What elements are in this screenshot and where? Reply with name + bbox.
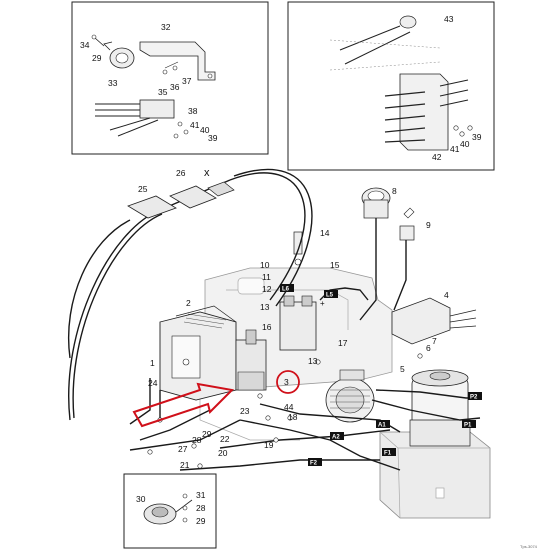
callout-6: 6 — [426, 343, 431, 353]
callout-25: 25 — [138, 184, 148, 194]
tag-l5: L5 — [326, 293, 334, 299]
callout-31: 31 — [196, 490, 206, 500]
callout-33: 33 — [108, 78, 118, 88]
callout-15: 15 — [330, 260, 340, 270]
callouts: 32 30 34 29 33 35 36 37 38 41 40 39 43 4… — [80, 14, 482, 526]
highlight-arrow — [132, 382, 235, 428]
drawing-number: Tps-3074 — [520, 544, 538, 549]
tag-a1: A1 — [378, 423, 386, 429]
callout-34: 34 — [80, 40, 90, 50]
charger-module — [391, 297, 477, 345]
callout-17: 17 — [338, 338, 348, 348]
callout-41-left: 41 — [190, 120, 200, 130]
callout-21: 21 — [180, 460, 190, 470]
callout-24: 24 — [148, 378, 158, 388]
callout-44: 44 — [284, 402, 294, 412]
pump-motor — [409, 369, 471, 447]
tag-a2: A2 — [332, 435, 340, 441]
callout-28: 28 — [192, 435, 202, 445]
tag-p1: P1 — [464, 423, 472, 429]
plus-mark: + — [320, 299, 325, 308]
callout-12: 12 — [262, 284, 272, 294]
callout-14: 14 — [320, 228, 330, 238]
tag-l6: L6 — [282, 287, 290, 293]
callout-29-main: 29 — [202, 429, 212, 439]
callout-22: 22 — [220, 434, 230, 444]
inset-bottom — [123, 473, 217, 549]
callout-26: 26 — [176, 168, 186, 178]
callout-9: 9 — [426, 220, 431, 230]
harness-connectors — [127, 181, 235, 219]
callout-16: 16 — [262, 322, 272, 332]
callout-37: 37 — [182, 76, 192, 86]
callout-13-b: 13 — [308, 356, 318, 366]
callout-32: 32 — [161, 22, 171, 32]
callout-35: 35 — [158, 87, 168, 97]
callout-8: 8 — [392, 186, 397, 196]
callout-23: 23 — [240, 406, 250, 416]
battery-gauge — [361, 187, 391, 219]
tag-p2: P2 — [470, 395, 478, 401]
small-terminals — [147, 353, 423, 469]
tag-f2: F2 — [310, 461, 318, 467]
cables — [68, 168, 481, 471]
main-contactor — [279, 295, 317, 351]
callout-39-left: 39 — [208, 133, 218, 143]
callout-29-bottom: 29 — [196, 516, 206, 526]
callout-43: 43 — [444, 14, 454, 24]
callout-28-bottom: 28 — [196, 503, 206, 513]
cross-mark: x — [204, 167, 210, 179]
callout-3: 3 — [284, 377, 289, 387]
callout-18: 18 — [288, 412, 298, 422]
highlight-circle — [276, 370, 300, 394]
callout-39-right: 39 — [472, 132, 482, 142]
callout-20: 20 — [218, 448, 228, 458]
callout-1: 1 — [150, 358, 155, 368]
callout-10: 10 — [260, 260, 270, 270]
callout-7: 7 — [432, 336, 437, 346]
callout-4: 4 — [444, 290, 449, 300]
callout-13: 13 — [260, 302, 270, 312]
callout-2: 2 — [186, 298, 191, 308]
callout-40-right: 40 — [460, 139, 470, 149]
tag-f1: F1 — [384, 451, 392, 457]
inset-top-left — [71, 1, 269, 155]
callout-5: 5 — [400, 364, 405, 374]
motor-controller — [159, 305, 237, 401]
callout-27: 27 — [178, 444, 188, 454]
callout-11: 11 — [262, 272, 271, 282]
callout-40-left: 40 — [200, 125, 210, 135]
key-switch — [235, 329, 267, 391]
callout-19: 19 — [264, 440, 274, 450]
callout-36: 36 — [170, 82, 180, 92]
callout-38: 38 — [188, 106, 198, 116]
drive-motor — [325, 369, 375, 423]
wire-tags: L6 L5 A1 A2 F1 F2 P1 P2 — [280, 284, 482, 467]
callout-42: 42 — [432, 152, 442, 162]
callout-30-bottom: 30 — [136, 494, 146, 504]
inset-top-right — [287, 1, 495, 171]
ignition-switch — [399, 207, 415, 241]
callout-41-right: 41 — [450, 144, 460, 154]
callout-29-top: 29 — [92, 53, 102, 63]
